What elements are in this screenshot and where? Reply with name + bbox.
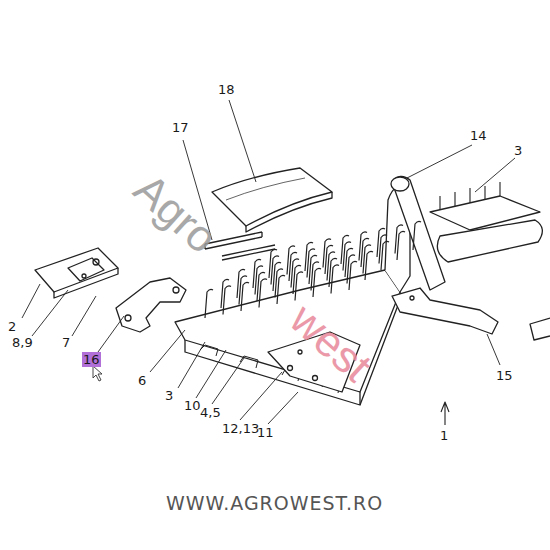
callout-number: 14	[470, 129, 487, 142]
callout-number: 4,5	[200, 406, 221, 419]
callout-number: 10	[184, 399, 201, 412]
cursor-icon	[93, 366, 102, 381]
callout-number: 18	[218, 83, 235, 96]
callout-number: 3	[165, 389, 173, 402]
callout-number: 16	[82, 352, 101, 367]
callout-number: 6	[138, 374, 146, 387]
callout-number: 2	[8, 320, 16, 333]
callout-number: 1	[440, 429, 448, 442]
website-url: WWW.AGROWEST.RO	[166, 494, 383, 513]
watermark: Agro	[127, 166, 226, 261]
callout-number: 17	[172, 121, 189, 134]
callout-number: 8,9	[12, 336, 33, 349]
callout-number: 15	[496, 369, 513, 382]
callout-number: 7	[62, 336, 70, 349]
callout-number: 3	[514, 144, 522, 157]
callout-number: 12,13	[222, 422, 259, 435]
callout-number: 11	[257, 426, 274, 439]
